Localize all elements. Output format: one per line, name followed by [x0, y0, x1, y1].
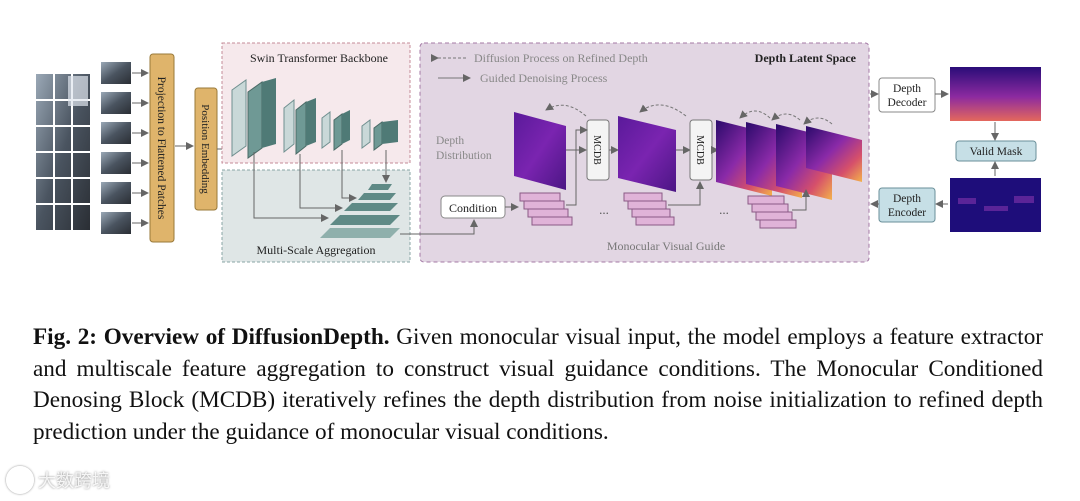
- ground-truth-depth-image: [950, 178, 1041, 232]
- latent-title: Depth Latent Space: [755, 51, 857, 65]
- watermark-text: 大数跨境: [38, 471, 110, 492]
- guide-stack-3: [747, 195, 797, 229]
- swin-stage-4: [361, 119, 398, 151]
- caption-label: Fig. 2:: [33, 324, 98, 350]
- encoder-label-1: Depth: [893, 193, 921, 205]
- input-image-patches: [36, 74, 90, 230]
- caption-text: Given monocular visual input, the model …: [33, 324, 1044, 445]
- ellipsis-2: ...: [719, 202, 729, 217]
- noise-distribution-map: [514, 112, 566, 190]
- condition-label: Condition: [449, 201, 497, 215]
- mcdb-block-1: MCDB: [591, 135, 602, 165]
- flattened-patches: [101, 62, 149, 234]
- position-embedding-block: Position Embedding: [194, 87, 218, 211]
- swin-title: Swin Transformer Backbone: [250, 51, 388, 65]
- swin-stage-3: [321, 110, 350, 151]
- overview-figure: Projection to Flattened Patches Position…: [36, 42, 1041, 263]
- legend-guided: Guided Denoising Process: [480, 71, 608, 85]
- depth-decoder-box: [878, 77, 936, 113]
- depth-distribution-label-2: Distribution: [436, 150, 492, 162]
- valid-mask-label: Valid Mask: [970, 146, 1023, 158]
- multi-scale-aggregation: Multi-Scale Aggregation: [221, 150, 411, 263]
- msa-title: Multi-Scale Aggregation: [257, 243, 376, 257]
- ellipsis-1: ...: [599, 202, 609, 217]
- guide-label: Monocular Visual Guide: [607, 239, 725, 253]
- intermediate-depth-map: [618, 116, 676, 192]
- projection-label: Projection to Flattened Patches: [155, 77, 167, 220]
- swin-backbone: Swin Transformer Backbone: [221, 42, 411, 164]
- depth-encoder-box: [878, 187, 936, 223]
- caption-title: Overview of DiffusionDepth.: [103, 324, 390, 350]
- guide-stack-2: [623, 192, 675, 226]
- projection-block: Projection to Flattened Patches: [149, 53, 175, 243]
- watermark-logo-icon: [6, 466, 34, 494]
- legend-diffusion: Diffusion Process on Refined Depth: [474, 51, 648, 65]
- refined-depth-maps: [716, 120, 862, 200]
- depth-distribution-label-1: Depth: [436, 135, 464, 147]
- encoder-label-2: Encoder: [888, 207, 926, 219]
- swin-stage-2: [283, 98, 316, 156]
- position-label: Position Embedding: [199, 104, 211, 194]
- predicted-depth-image: [950, 67, 1041, 121]
- decoder-label-1: Depth: [893, 83, 921, 95]
- decoder-label-2: Decoder: [888, 97, 927, 109]
- figure-caption: Fig. 2: Overview of DiffusionDepth. Give…: [33, 322, 1043, 448]
- swin-stage-1: [231, 78, 276, 159]
- watermark: 大数跨境: [6, 466, 110, 494]
- guide-stack-1: [519, 192, 573, 226]
- mcdb-block-2: MCDB: [694, 135, 705, 165]
- depth-latent-space: Depth Latent Space Diffusion Process on …: [419, 42, 870, 263]
